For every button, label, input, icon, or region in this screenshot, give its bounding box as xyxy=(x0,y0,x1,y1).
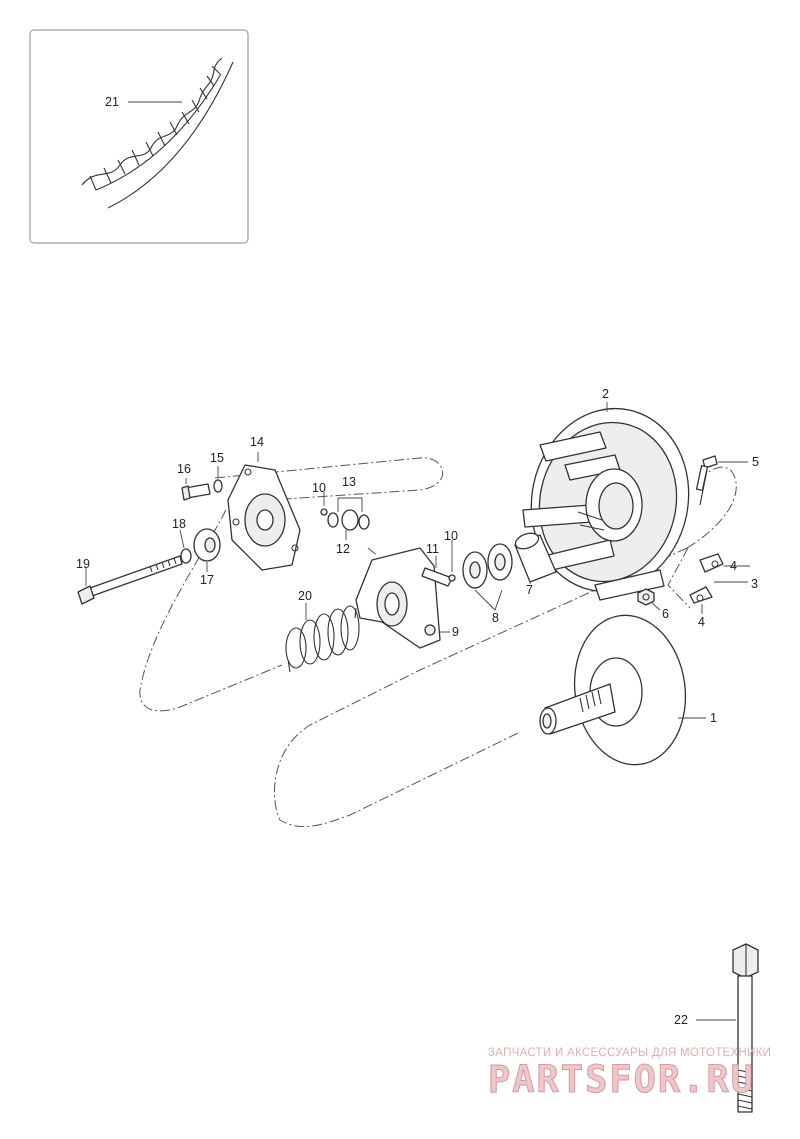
parts-10-13-rollers: 10 13 12 11 10 xyxy=(312,475,458,587)
callout-16: 16 xyxy=(177,462,191,476)
callout-7: 7 xyxy=(526,583,533,597)
watermark-brand: PARTSFOR.RU xyxy=(488,1058,755,1101)
callout-9: 9 xyxy=(452,625,459,639)
callout-10b: 10 xyxy=(444,529,458,543)
parts-3-6-clamp-hardware: 5 4 3 4 6 xyxy=(637,455,759,629)
callout-20: 20 xyxy=(298,589,312,603)
callout-2: 2 xyxy=(602,387,609,401)
part-8-washers: 8 xyxy=(462,543,513,625)
callout-10a: 10 xyxy=(312,481,326,495)
callout-17: 17 xyxy=(200,573,214,587)
part-22-long-bolt: 22 xyxy=(674,943,759,1113)
callout-14: 14 xyxy=(250,435,264,449)
parts-17-18-spacer: 17 18 xyxy=(172,517,221,587)
part-7-bushing: 7 xyxy=(514,532,557,597)
part-20-spring: 20 xyxy=(285,589,360,673)
callout-18: 18 xyxy=(172,517,186,531)
callout-3: 3 xyxy=(751,577,758,591)
part-19-long-bolt: 19 xyxy=(76,555,183,605)
callout-22: 22 xyxy=(674,1013,688,1027)
belt-route-outlines xyxy=(139,457,737,827)
callout-4b: 4 xyxy=(698,615,705,629)
partsfor-watermark: ЗАПЧАСТИ И АКСЕССУАРЫ ДЛЯ МОТОТЕХНИКИ PA… xyxy=(488,1047,771,1102)
part-2-housing: 2 xyxy=(522,387,690,601)
callout-4a: 4 xyxy=(730,559,737,573)
part-9-spider: 9 xyxy=(355,547,459,649)
callout-5: 5 xyxy=(752,455,759,469)
inset-belt-detail: 21 xyxy=(29,29,249,244)
callout-12: 12 xyxy=(336,542,350,556)
callout-11: 11 xyxy=(426,542,439,556)
part-14-cover: 14 xyxy=(227,435,301,571)
watermark-tagline: ЗАПЧАСТИ И АКСЕССУАРЫ ДЛЯ МОТОТЕХНИКИ xyxy=(488,1047,771,1059)
callout-21: 21 xyxy=(105,95,119,109)
parts-15-16-bolt-washer: 15 16 xyxy=(177,451,224,501)
callout-1: 1 xyxy=(710,711,717,725)
callout-8: 8 xyxy=(492,611,499,625)
callout-6: 6 xyxy=(662,607,669,621)
callout-15: 15 xyxy=(210,451,224,465)
part-1-sheave: 1 xyxy=(539,614,717,766)
callout-19: 19 xyxy=(76,557,90,571)
callout-13: 13 xyxy=(342,475,356,489)
